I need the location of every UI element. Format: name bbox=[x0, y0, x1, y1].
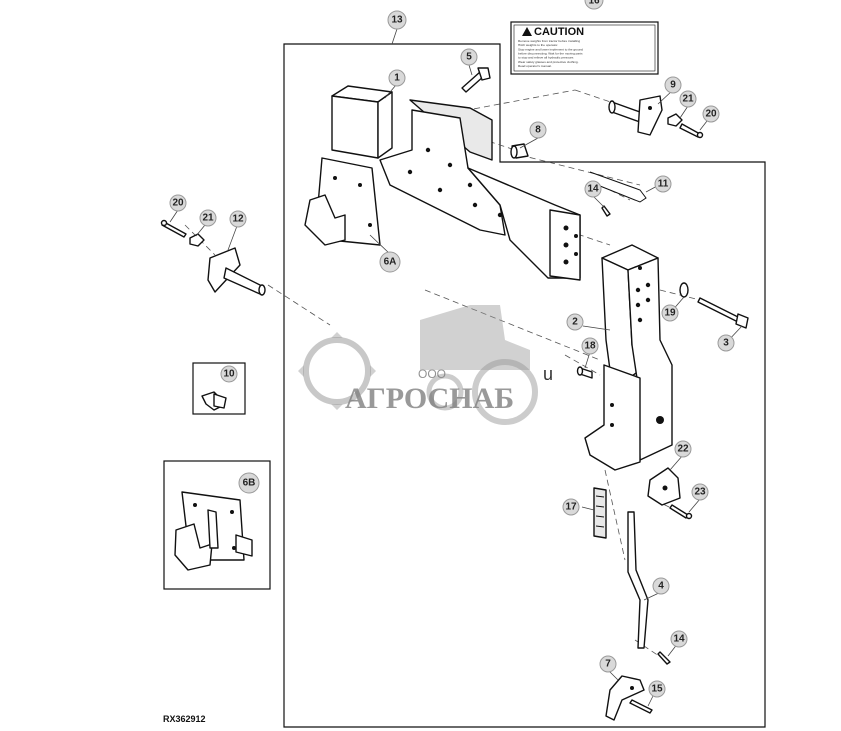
part-20-bolt-top bbox=[679, 123, 704, 139]
svg-text:14: 14 bbox=[587, 184, 599, 195]
part-4-handle-rod bbox=[627, 511, 649, 649]
callout-20-left: 20 bbox=[169, 194, 187, 212]
callout-21-top: 21 bbox=[679, 90, 697, 108]
callout-18: 18 bbox=[581, 337, 599, 355]
callout-4: 4 bbox=[652, 577, 670, 595]
part-22-latch bbox=[647, 467, 681, 506]
callout-14-lower: 14 bbox=[670, 630, 688, 648]
svg-text:12: 12 bbox=[232, 214, 244, 225]
caution-label: CAUTION Remove weights from tractor befo… bbox=[510, 21, 659, 75]
svg-text:20: 20 bbox=[705, 109, 717, 120]
caution-line: before disconnecting. Wait for the movin… bbox=[518, 52, 583, 56]
watermark: ООО АГРОСНАБ bbox=[298, 305, 538, 425]
svg-text:15: 15 bbox=[651, 684, 663, 695]
part-20-bolt-left bbox=[160, 219, 187, 238]
svg-text:22: 22 bbox=[677, 444, 689, 455]
part-14-pin-lower bbox=[657, 651, 671, 665]
callout-15: 15 bbox=[648, 680, 666, 698]
svg-text:3: 3 bbox=[723, 338, 729, 349]
part-12-pin-left bbox=[207, 247, 266, 296]
svg-text:11: 11 bbox=[658, 179, 669, 190]
svg-text:18: 18 bbox=[584, 341, 596, 352]
svg-text:20: 20 bbox=[172, 198, 184, 209]
caution-line: to stop and relieve all hydraulic pressu… bbox=[518, 56, 574, 60]
svg-text:6B: 6B bbox=[243, 478, 256, 489]
part-17-decal bbox=[593, 487, 607, 539]
svg-text:23: 23 bbox=[694, 487, 706, 498]
assembly-frame-13 bbox=[283, 43, 766, 728]
watermark-company: АГРОСНАБ bbox=[345, 382, 514, 415]
svg-text:6A: 6A bbox=[384, 257, 397, 268]
caution-line: Read operator's manual. bbox=[518, 64, 552, 68]
part-19-washer bbox=[679, 282, 689, 298]
callout-2: 2 bbox=[566, 313, 584, 331]
svg-text:2: 2 bbox=[572, 317, 578, 328]
svg-text:7: 7 bbox=[605, 659, 611, 670]
callout-1: 1 bbox=[388, 69, 406, 87]
svg-text:16: 16 bbox=[588, 0, 600, 7]
stray-mark: u bbox=[543, 364, 553, 384]
part-23-bolt bbox=[669, 504, 693, 520]
tractor-icon bbox=[420, 305, 538, 425]
part-8-bushing bbox=[510, 143, 529, 159]
part-21-nut-left bbox=[189, 233, 205, 247]
part-14-pin-top bbox=[601, 205, 611, 217]
callout-19: 19 bbox=[661, 304, 679, 322]
caution-line: Hitch weights to the operator. bbox=[518, 43, 558, 47]
svg-text:1: 1 bbox=[394, 73, 400, 84]
callout-13: 13 bbox=[387, 10, 407, 30]
callout-22: 22 bbox=[674, 440, 692, 458]
callout-12: 12 bbox=[229, 210, 247, 228]
caution-line: Stop engine and lower implement to the g… bbox=[518, 48, 583, 52]
callout-3: 3 bbox=[717, 334, 735, 352]
figure-id: RX362912 bbox=[163, 714, 206, 724]
svg-text:21: 21 bbox=[682, 94, 694, 105]
svg-text:10: 10 bbox=[223, 369, 235, 380]
svg-text:14: 14 bbox=[673, 634, 685, 645]
svg-text:21: 21 bbox=[202, 213, 214, 224]
part-18-pin bbox=[576, 366, 593, 379]
part-5-bolt bbox=[461, 67, 491, 93]
callout-8: 8 bbox=[529, 121, 547, 139]
callout-6b: 6B bbox=[238, 472, 260, 494]
callout-21-left: 21 bbox=[199, 209, 217, 227]
caution-line: Remove weights from tractor before insta… bbox=[518, 39, 580, 43]
part-3-bolt bbox=[697, 297, 749, 329]
callout-23: 23 bbox=[691, 483, 709, 501]
watermark-prefix: ООО bbox=[418, 367, 446, 381]
callout-17: 17 bbox=[562, 498, 580, 516]
part-15-pin bbox=[629, 699, 653, 714]
inset-part-10 bbox=[192, 362, 246, 415]
callout-11: 11 bbox=[654, 175, 672, 193]
svg-text:9: 9 bbox=[670, 80, 676, 91]
part-1-main-bracket bbox=[331, 85, 581, 281]
svg-text:4: 4 bbox=[658, 581, 664, 592]
svg-text:5: 5 bbox=[466, 52, 472, 63]
callout-14-top: 14 bbox=[584, 180, 602, 198]
part-11-clip bbox=[589, 171, 647, 203]
part-9-pin bbox=[608, 95, 663, 136]
callout-7: 7 bbox=[599, 655, 617, 673]
caution-line: Wear safety glasses and protective cloth… bbox=[518, 60, 579, 64]
part-21-nut-top bbox=[667, 113, 683, 127]
caution-title: CAUTION bbox=[534, 26, 584, 38]
warning-triangle-icon bbox=[522, 27, 532, 36]
callout-9: 9 bbox=[664, 76, 682, 94]
part-2-upright bbox=[584, 244, 673, 471]
callout-6a: 6A bbox=[379, 251, 401, 273]
callout-5: 5 bbox=[460, 48, 478, 66]
svg-text:13: 13 bbox=[391, 15, 403, 26]
callout-10: 10 bbox=[220, 365, 238, 383]
svg-text:8: 8 bbox=[535, 125, 541, 136]
gear-icon bbox=[298, 332, 376, 410]
part-6a-hook-plate bbox=[304, 157, 381, 246]
svg-text:17: 17 bbox=[565, 502, 577, 513]
callout-20-top: 20 bbox=[702, 105, 720, 123]
part-7-grip bbox=[605, 675, 645, 721]
inset-part-6b bbox=[163, 460, 271, 590]
callout-16: 16 bbox=[584, 0, 604, 10]
svg-text:19: 19 bbox=[664, 308, 676, 319]
